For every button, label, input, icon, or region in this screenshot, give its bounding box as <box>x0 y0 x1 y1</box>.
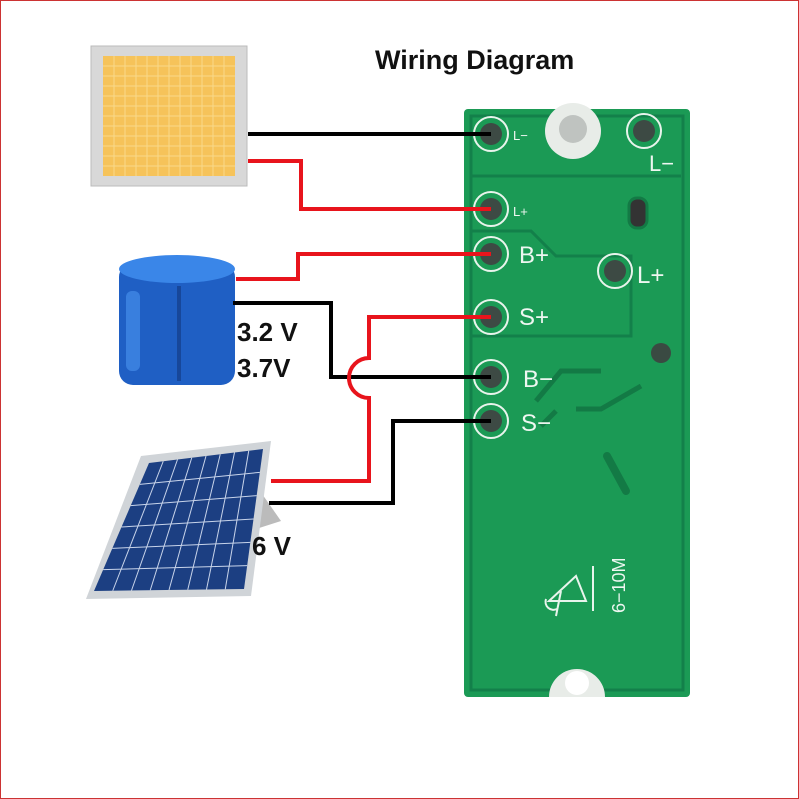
solar-positive-wire <box>271 315 491 483</box>
pcb-label-solar-negative: S− <box>521 410 551 437</box>
battery-voltage-label: 3.2 V <box>237 317 298 347</box>
battery-negative-wire <box>233 301 491 379</box>
pcb-label-battery-negative: B− <box>523 366 553 393</box>
pcb-label-solar-positive: S+ <box>519 304 549 331</box>
solar-grid-line <box>103 565 248 571</box>
solar-voltage-label: 6 V <box>252 531 292 561</box>
led-chip <box>90 45 248 187</box>
battery-pack <box>119 255 235 385</box>
pcb-label-battery-positive: B+ <box>519 242 549 269</box>
solar-negative-wire <box>269 419 491 505</box>
pcb-label-led-negative-right: L− <box>649 151 674 176</box>
pcb-label-led-negative: L− <box>513 128 528 143</box>
pcb-label-range: 6−10M <box>609 557 629 613</box>
led-positive-wire <box>248 159 491 211</box>
pcb-label-led-positive: L+ <box>513 204 528 219</box>
pcb-label-led-positive-right: L+ <box>637 262 664 289</box>
solar-grid-line <box>112 541 251 549</box>
solar-grid-line <box>139 471 260 485</box>
battery-voltage-label-alt: 3.7V <box>237 353 291 383</box>
solar-grid-line <box>121 518 254 528</box>
diagram-title: Wiring Diagram <box>375 45 575 75</box>
solar-grid-line <box>130 495 257 507</box>
solar-panel <box>86 441 281 599</box>
controller-pcb <box>464 103 690 697</box>
battery-positive-wire <box>236 252 491 281</box>
